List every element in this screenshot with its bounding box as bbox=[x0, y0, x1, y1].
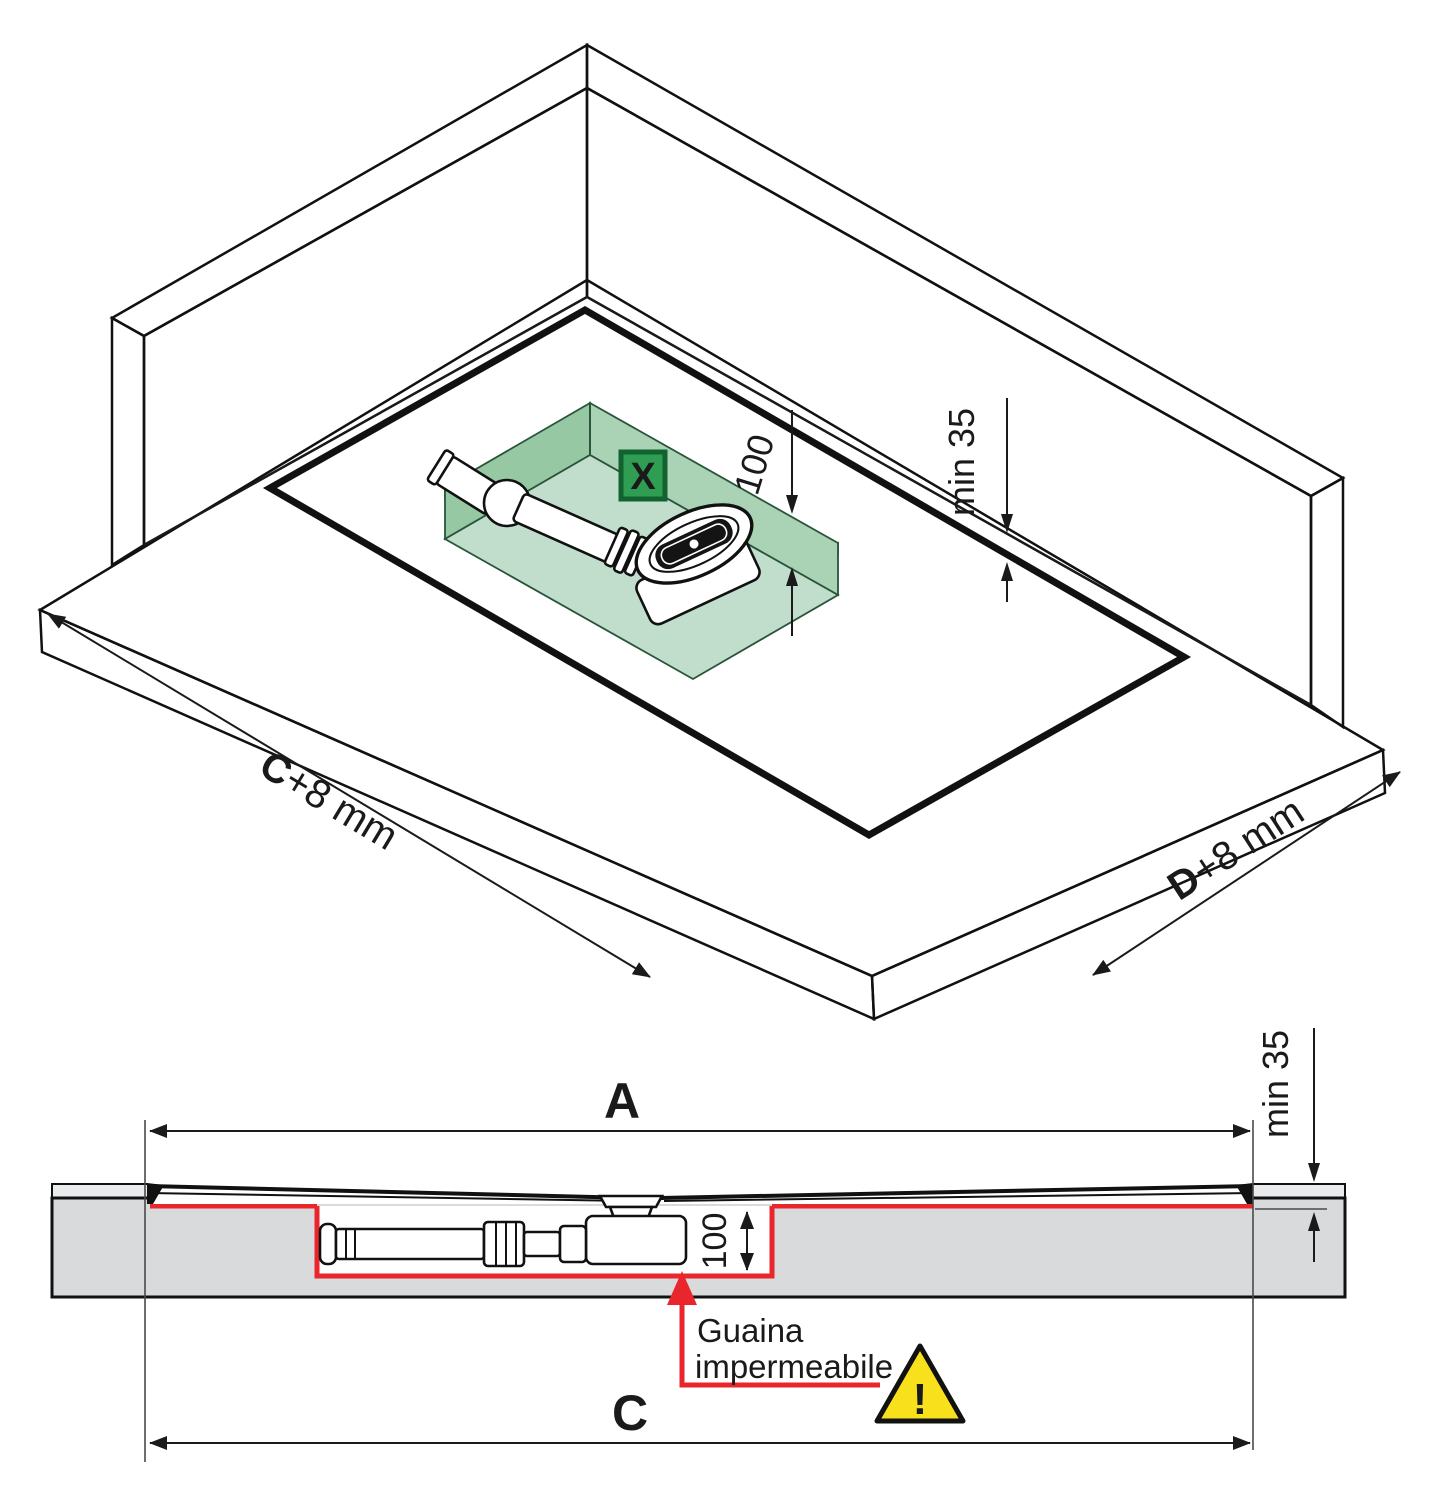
note-text-line1: Guaina bbox=[697, 1312, 804, 1349]
left-wall-end-cap bbox=[110, 315, 146, 568]
outlet-pipe-end-ring bbox=[426, 449, 455, 486]
grate-slot-inner-line bbox=[660, 523, 728, 565]
tray-right-end bbox=[1236, 1183, 1253, 1204]
section-dim-C: C bbox=[149, 1385, 1251, 1450]
iso-dim-min35: min 35 bbox=[941, 398, 1013, 602]
pipe-tube-section bbox=[334, 1227, 486, 1261]
drain-flange bbox=[634, 503, 754, 585]
isometric-view: X 100 min 35 C+8 mm D+8 mm bbox=[37, 42, 1401, 1021]
tray-body bbox=[148, 1183, 1253, 1204]
note-leader-line bbox=[679, 1300, 880, 1388]
note-text-line2: impermeabile bbox=[695, 1348, 893, 1385]
section-trap-assembly bbox=[318, 1194, 688, 1268]
iso-width-label: D+8 mm bbox=[1160, 789, 1312, 909]
section-dim-A: A bbox=[144, 1073, 1254, 1462]
dim-A-label: A bbox=[604, 1073, 640, 1129]
pipe-coupling-section bbox=[482, 1220, 526, 1268]
back-walls bbox=[109, 42, 1346, 730]
iso-dim-length: C+8 mm bbox=[47, 613, 651, 978]
section-depth-label: 100 bbox=[696, 1213, 734, 1270]
left-wall-top-face bbox=[109, 42, 589, 338]
right-wall-end-cap bbox=[1309, 475, 1345, 730]
badge-square bbox=[618, 449, 668, 502]
drain-position-badge: X bbox=[618, 449, 668, 502]
badge-x-label: X bbox=[630, 456, 656, 498]
pipe-end-cap-section bbox=[318, 1222, 338, 1266]
wall-base-junction-line bbox=[143, 295, 1312, 706]
section-dim-min35: min 35 bbox=[1255, 1028, 1327, 1262]
width-suffix: +8 mm bbox=[1184, 789, 1311, 893]
coupling-ridge bbox=[603, 526, 629, 568]
trap-body-section bbox=[584, 1214, 688, 1266]
warning-exclamation: ! bbox=[913, 1375, 928, 1424]
pipe-nut-section bbox=[558, 1224, 588, 1264]
note-arrowhead bbox=[667, 1271, 697, 1305]
grate-center-pin bbox=[689, 539, 699, 549]
coupling-ridge bbox=[612, 529, 640, 574]
dim-C-label: C bbox=[612, 1385, 648, 1441]
iso-dim-width: D+8 mm bbox=[1092, 771, 1401, 976]
waterproof-membrane bbox=[150, 1203, 1253, 1279]
drain-trap-assembly bbox=[426, 449, 761, 626]
warning-triangle-icon bbox=[874, 1343, 966, 1424]
iso-min35-label: min 35 bbox=[941, 408, 982, 516]
warning-sign: ! bbox=[874, 1343, 966, 1424]
tray-section bbox=[147, 1183, 1254, 1204]
drain-flange-section bbox=[597, 1194, 665, 1209]
length-suffix: +8 mm bbox=[277, 758, 405, 859]
section-view: 100 A C min 35 Guaina imperme bbox=[50, 1028, 1347, 1462]
membrane-note: Guaina impermeabile bbox=[667, 1271, 893, 1388]
pipe-small-tube-section bbox=[522, 1230, 562, 1258]
section-dim-depth-100: 100 bbox=[696, 1211, 754, 1271]
section-min35-label: min 35 bbox=[1255, 1030, 1296, 1138]
tray-left-end bbox=[147, 1183, 164, 1204]
